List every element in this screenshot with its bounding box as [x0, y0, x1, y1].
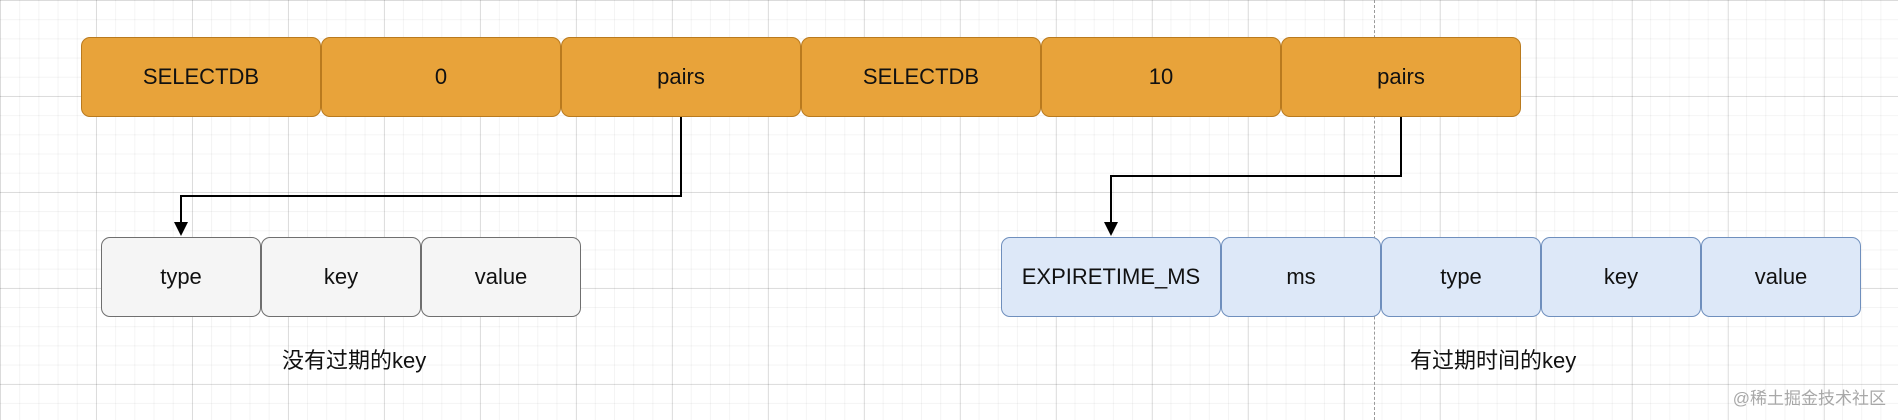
left-cell-value: value: [421, 237, 581, 317]
right-cell-label: EXPIRETIME_MS: [1021, 264, 1201, 289]
left-cell-label: type: [160, 264, 202, 289]
right-cell-label: ms: [1286, 264, 1316, 289]
top-cell-label: SELECTDB: [142, 64, 260, 89]
arrowhead-right: [1104, 222, 1118, 236]
top-cell-db-0: 0: [321, 37, 561, 117]
top-cell-label: 0: [434, 64, 448, 89]
watermark: @稀土掘金技术社区: [1732, 389, 1886, 408]
left-cell-label: key: [323, 264, 359, 289]
top-cell-pairs-2: pairs: [1281, 37, 1521, 117]
dashed-guide-line: [1374, 0, 1375, 420]
top-cell-selectdb-1: SELECTDB: [81, 37, 321, 117]
right-cell-value: value: [1701, 237, 1861, 317]
right-cell-label: value: [1754, 264, 1808, 289]
left-cell-key: key: [261, 237, 421, 317]
connector-arrow-right: [1110, 117, 1402, 224]
right-cell-key: key: [1541, 237, 1701, 317]
left-cell-label: value: [474, 264, 528, 289]
right-cell-label: key: [1603, 264, 1639, 289]
left-group-caption: 没有过期的key: [282, 348, 427, 373]
top-cell-selectdb-2: SELECTDB: [801, 37, 1041, 117]
top-cell-label: pairs: [657, 64, 705, 89]
right-cell-expiretime-ms: EXPIRETIME_MS: [1001, 237, 1221, 317]
top-cell-db-10: 10: [1041, 37, 1281, 117]
right-group-caption: 有过期时间的key: [1410, 348, 1577, 373]
right-cell-type: type: [1381, 237, 1541, 317]
connector-arrow-left: [180, 117, 682, 224]
left-cell-type: type: [101, 237, 261, 317]
top-cell-label: 10: [1148, 64, 1174, 89]
top-cell-pairs-1: pairs: [561, 37, 801, 117]
right-cell-label: type: [1440, 264, 1482, 289]
arrowhead-left: [174, 222, 188, 236]
right-cell-ms: ms: [1221, 237, 1381, 317]
top-cell-label: pairs: [1377, 64, 1425, 89]
top-cell-label: SELECTDB: [862, 64, 980, 89]
